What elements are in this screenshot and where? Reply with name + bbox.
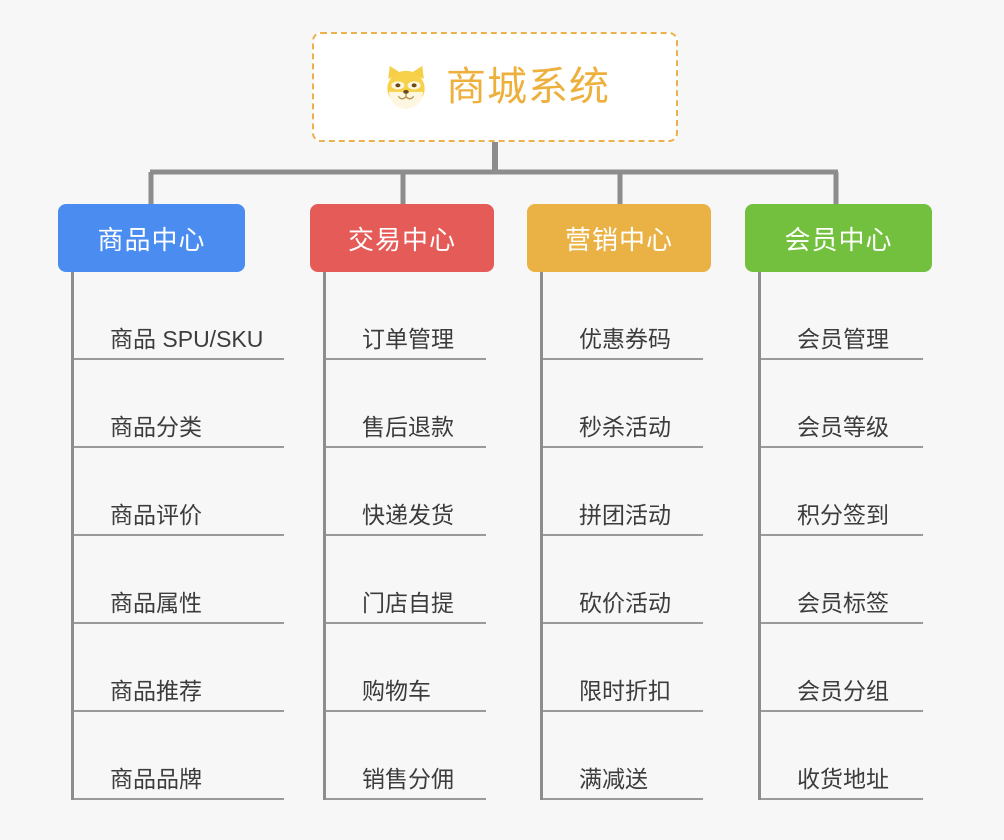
root-node[interactable]: 商城系统 <box>312 32 678 142</box>
branch-column-product: 商品中心 商品 SPU/SKU 商品分类 商品评价 商品属性 商品推荐 商品品牌 <box>58 204 284 800</box>
leaf-label: 拼团活动 <box>579 501 671 528</box>
root-title: 商城系统 <box>446 65 610 109</box>
leaf-label: 满减送 <box>579 765 648 792</box>
list-item[interactable]: 商品属性 <box>74 536 284 624</box>
branch-header-label: 商品中心 <box>97 224 206 255</box>
leaf-label: 商品品牌 <box>110 765 202 792</box>
list-item[interactable]: 砍价活动 <box>543 536 703 624</box>
list-item[interactable]: 收货地址 <box>761 712 923 800</box>
leaf-label: 订单管理 <box>362 325 454 352</box>
leaf-label: 会员等级 <box>797 413 889 440</box>
branch-header-label: 会员中心 <box>784 224 893 255</box>
leaf-label: 商品推荐 <box>110 677 202 704</box>
list-item[interactable]: 商品品牌 <box>74 712 284 800</box>
list-item[interactable]: 订单管理 <box>326 272 486 360</box>
list-item[interactable]: 积分签到 <box>761 448 923 536</box>
branch-column-trade: 交易中心 订单管理 售后退款 快递发货 门店自提 购物车 销售分佣 <box>310 204 494 800</box>
leaf-label: 售后退款 <box>362 413 454 440</box>
leaf-label: 会员管理 <box>797 325 889 352</box>
leaf-stack-product: 商品 SPU/SKU 商品分类 商品评价 商品属性 商品推荐 商品品牌 <box>71 272 284 800</box>
leaf-stack-marketing: 优惠券码 秒杀活动 拼团活动 砍价活动 限时折扣 满减送 <box>540 272 711 800</box>
leaf-label: 收货地址 <box>797 765 889 792</box>
leaf-label: 砍价活动 <box>579 589 671 616</box>
list-item[interactable]: 商品推荐 <box>74 624 284 712</box>
list-item[interactable]: 门店自提 <box>326 536 486 624</box>
list-item[interactable]: 购物车 <box>326 624 486 712</box>
branch-header-label: 交易中心 <box>347 224 456 255</box>
list-item[interactable]: 销售分佣 <box>326 712 486 800</box>
list-item[interactable]: 优惠券码 <box>543 272 703 360</box>
branch-header-trade[interactable]: 交易中心 <box>310 204 494 272</box>
leaf-label: 秒杀活动 <box>579 413 671 440</box>
list-item[interactable]: 限时折扣 <box>543 624 703 712</box>
leaf-label: 购物车 <box>362 677 431 704</box>
list-item[interactable]: 会员标签 <box>761 536 923 624</box>
leaf-stack-trade: 订单管理 售后退款 快递发货 门店自提 购物车 销售分佣 <box>323 272 494 800</box>
branch-header-member[interactable]: 会员中心 <box>745 204 932 272</box>
leaf-stack-member: 会员管理 会员等级 积分签到 会员标签 会员分组 收货地址 <box>758 272 932 800</box>
list-item[interactable]: 会员等级 <box>761 360 923 448</box>
list-item[interactable]: 会员分组 <box>761 624 923 712</box>
list-item[interactable]: 商品 SPU/SKU <box>74 272 284 360</box>
branch-header-label: 营销中心 <box>564 224 673 255</box>
leaf-label: 限时折扣 <box>579 677 671 704</box>
leaf-label: 快递发货 <box>362 501 454 528</box>
list-item[interactable]: 售后退款 <box>326 360 486 448</box>
leaf-label: 会员标签 <box>797 589 889 616</box>
list-item[interactable]: 秒杀活动 <box>543 360 703 448</box>
leaf-label: 门店自提 <box>362 589 454 616</box>
branch-column-marketing: 营销中心 优惠券码 秒杀活动 拼团活动 砍价活动 限时折扣 满减送 <box>527 204 711 800</box>
leaf-label: 商品分类 <box>110 413 202 440</box>
leaf-label: 积分签到 <box>797 501 889 528</box>
shiba-dog-icon <box>387 65 425 109</box>
leaf-label: 销售分佣 <box>362 765 454 792</box>
list-item[interactable]: 会员管理 <box>761 272 923 360</box>
branch-header-product[interactable]: 商品中心 <box>58 204 245 272</box>
list-item[interactable]: 商品分类 <box>74 360 284 448</box>
list-item[interactable]: 快递发货 <box>326 448 486 536</box>
list-item[interactable]: 满减送 <box>543 712 703 800</box>
leaf-label: 商品属性 <box>110 589 202 616</box>
leaf-label: 优惠券码 <box>579 325 671 352</box>
leaf-label: 商品 SPU/SKU <box>110 325 264 352</box>
branch-header-marketing[interactable]: 营销中心 <box>527 204 711 272</box>
leaf-label: 商品评价 <box>110 501 202 528</box>
list-item[interactable]: 商品评价 <box>74 448 284 536</box>
leaf-label: 会员分组 <box>797 677 889 704</box>
list-item[interactable]: 拼团活动 <box>543 448 703 536</box>
branch-column-member: 会员中心 会员管理 会员等级 积分签到 会员标签 会员分组 收货地址 <box>745 204 932 800</box>
